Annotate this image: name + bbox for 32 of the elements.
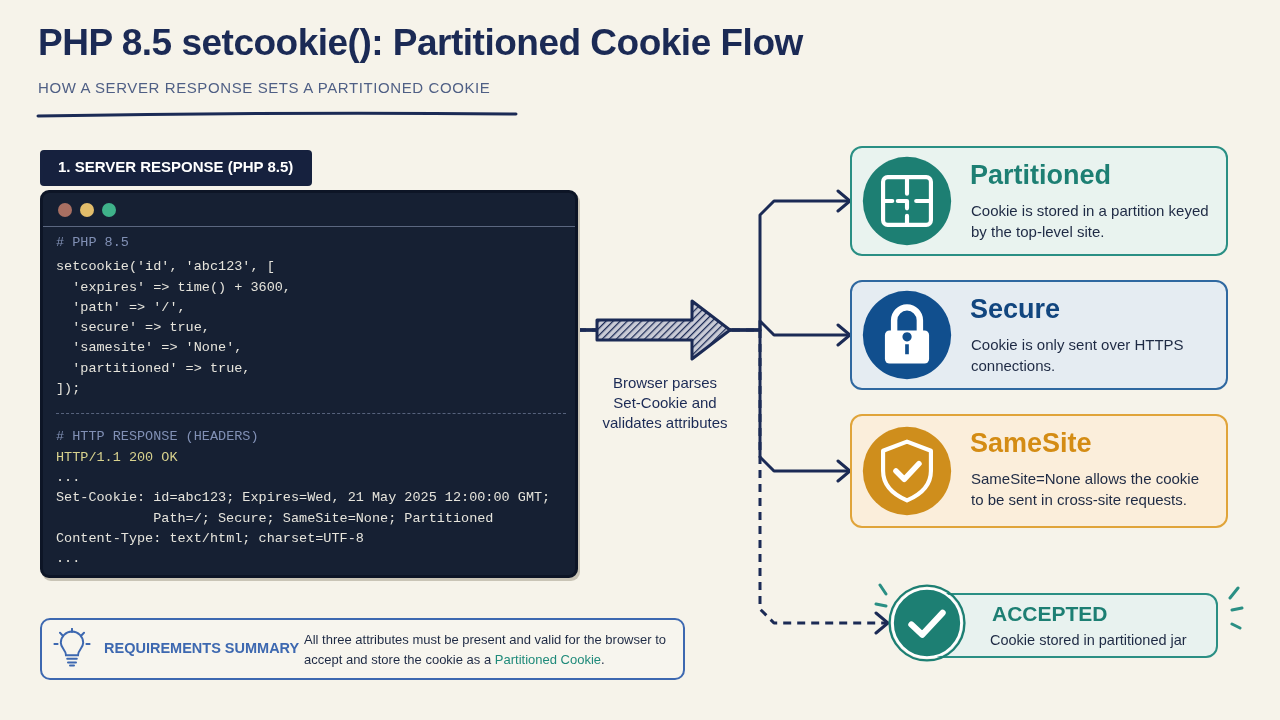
status-text: Cookie stored in partitioned jar (990, 631, 1187, 650)
section-tab: 1. SERVER RESPONSE (PHP 8.5) (40, 150, 312, 186)
code-line: setcookie('id', 'abc123', [ (56, 258, 276, 277)
subtitle: HOW A SERVER RESPONSE SETS A PARTITIONED COOKIE (38, 79, 491, 96)
code-line: 'partitioned' => true, (71, 359, 252, 378)
page-title: PHP 8.5 setcookie(): Partitioned Cookie Flow (38, 22, 803, 64)
code-line: ]); (56, 380, 82, 399)
code-line: # HTTP RESPONSE (HEADERS) (56, 428, 260, 447)
code-line: 'secure' => true, (71, 319, 211, 338)
card-text: Cookie is only sent over HTTPS connections. (971, 335, 1185, 376)
summary-heading: REQUIREMENTS SUMMARY (104, 640, 300, 656)
code-line: 'expires' => time() + 3600, (71, 278, 292, 297)
summary-box (40, 618, 685, 680)
card-text: Cookie is stored in a partition keyed by the top-level site. (971, 201, 1210, 242)
code-line: 'samesite' => 'None', (71, 339, 244, 358)
summary-text: All three attributes must be present and valid for the browser to accept and store the cookie as a Partitioned Cookie. (304, 631, 668, 669)
code-line: Set-Cookie: id=abc123; Expires=Wed, 21 May 2025 12:00:00 GMT; Path=/; Secure; SameSite=None; Partitioned (56, 489, 552, 528)
card-title: Secure (970, 294, 1061, 325)
code-line: ... (56, 468, 82, 487)
code-line: HTTP/1.1 200 OK (56, 448, 179, 467)
info-card (850, 280, 1228, 390)
block-arrow (595, 299, 732, 361)
code-line: Content-Type: text/html; charset=UTF-8 (56, 529, 365, 548)
info-card (850, 414, 1228, 528)
info-card (850, 146, 1228, 256)
code-line: ... (56, 550, 82, 569)
code-line: # PHP 8.5 (56, 234, 130, 252)
card-text: SameSite=None allows the cookie to be sent in cross-site requests. (971, 469, 1201, 510)
code-line: 'path' => '/', (71, 298, 187, 317)
card-title: SameSite (970, 428, 1092, 459)
status-title: ACCEPTED (992, 602, 1108, 626)
card-title: Partitioned (970, 160, 1111, 191)
